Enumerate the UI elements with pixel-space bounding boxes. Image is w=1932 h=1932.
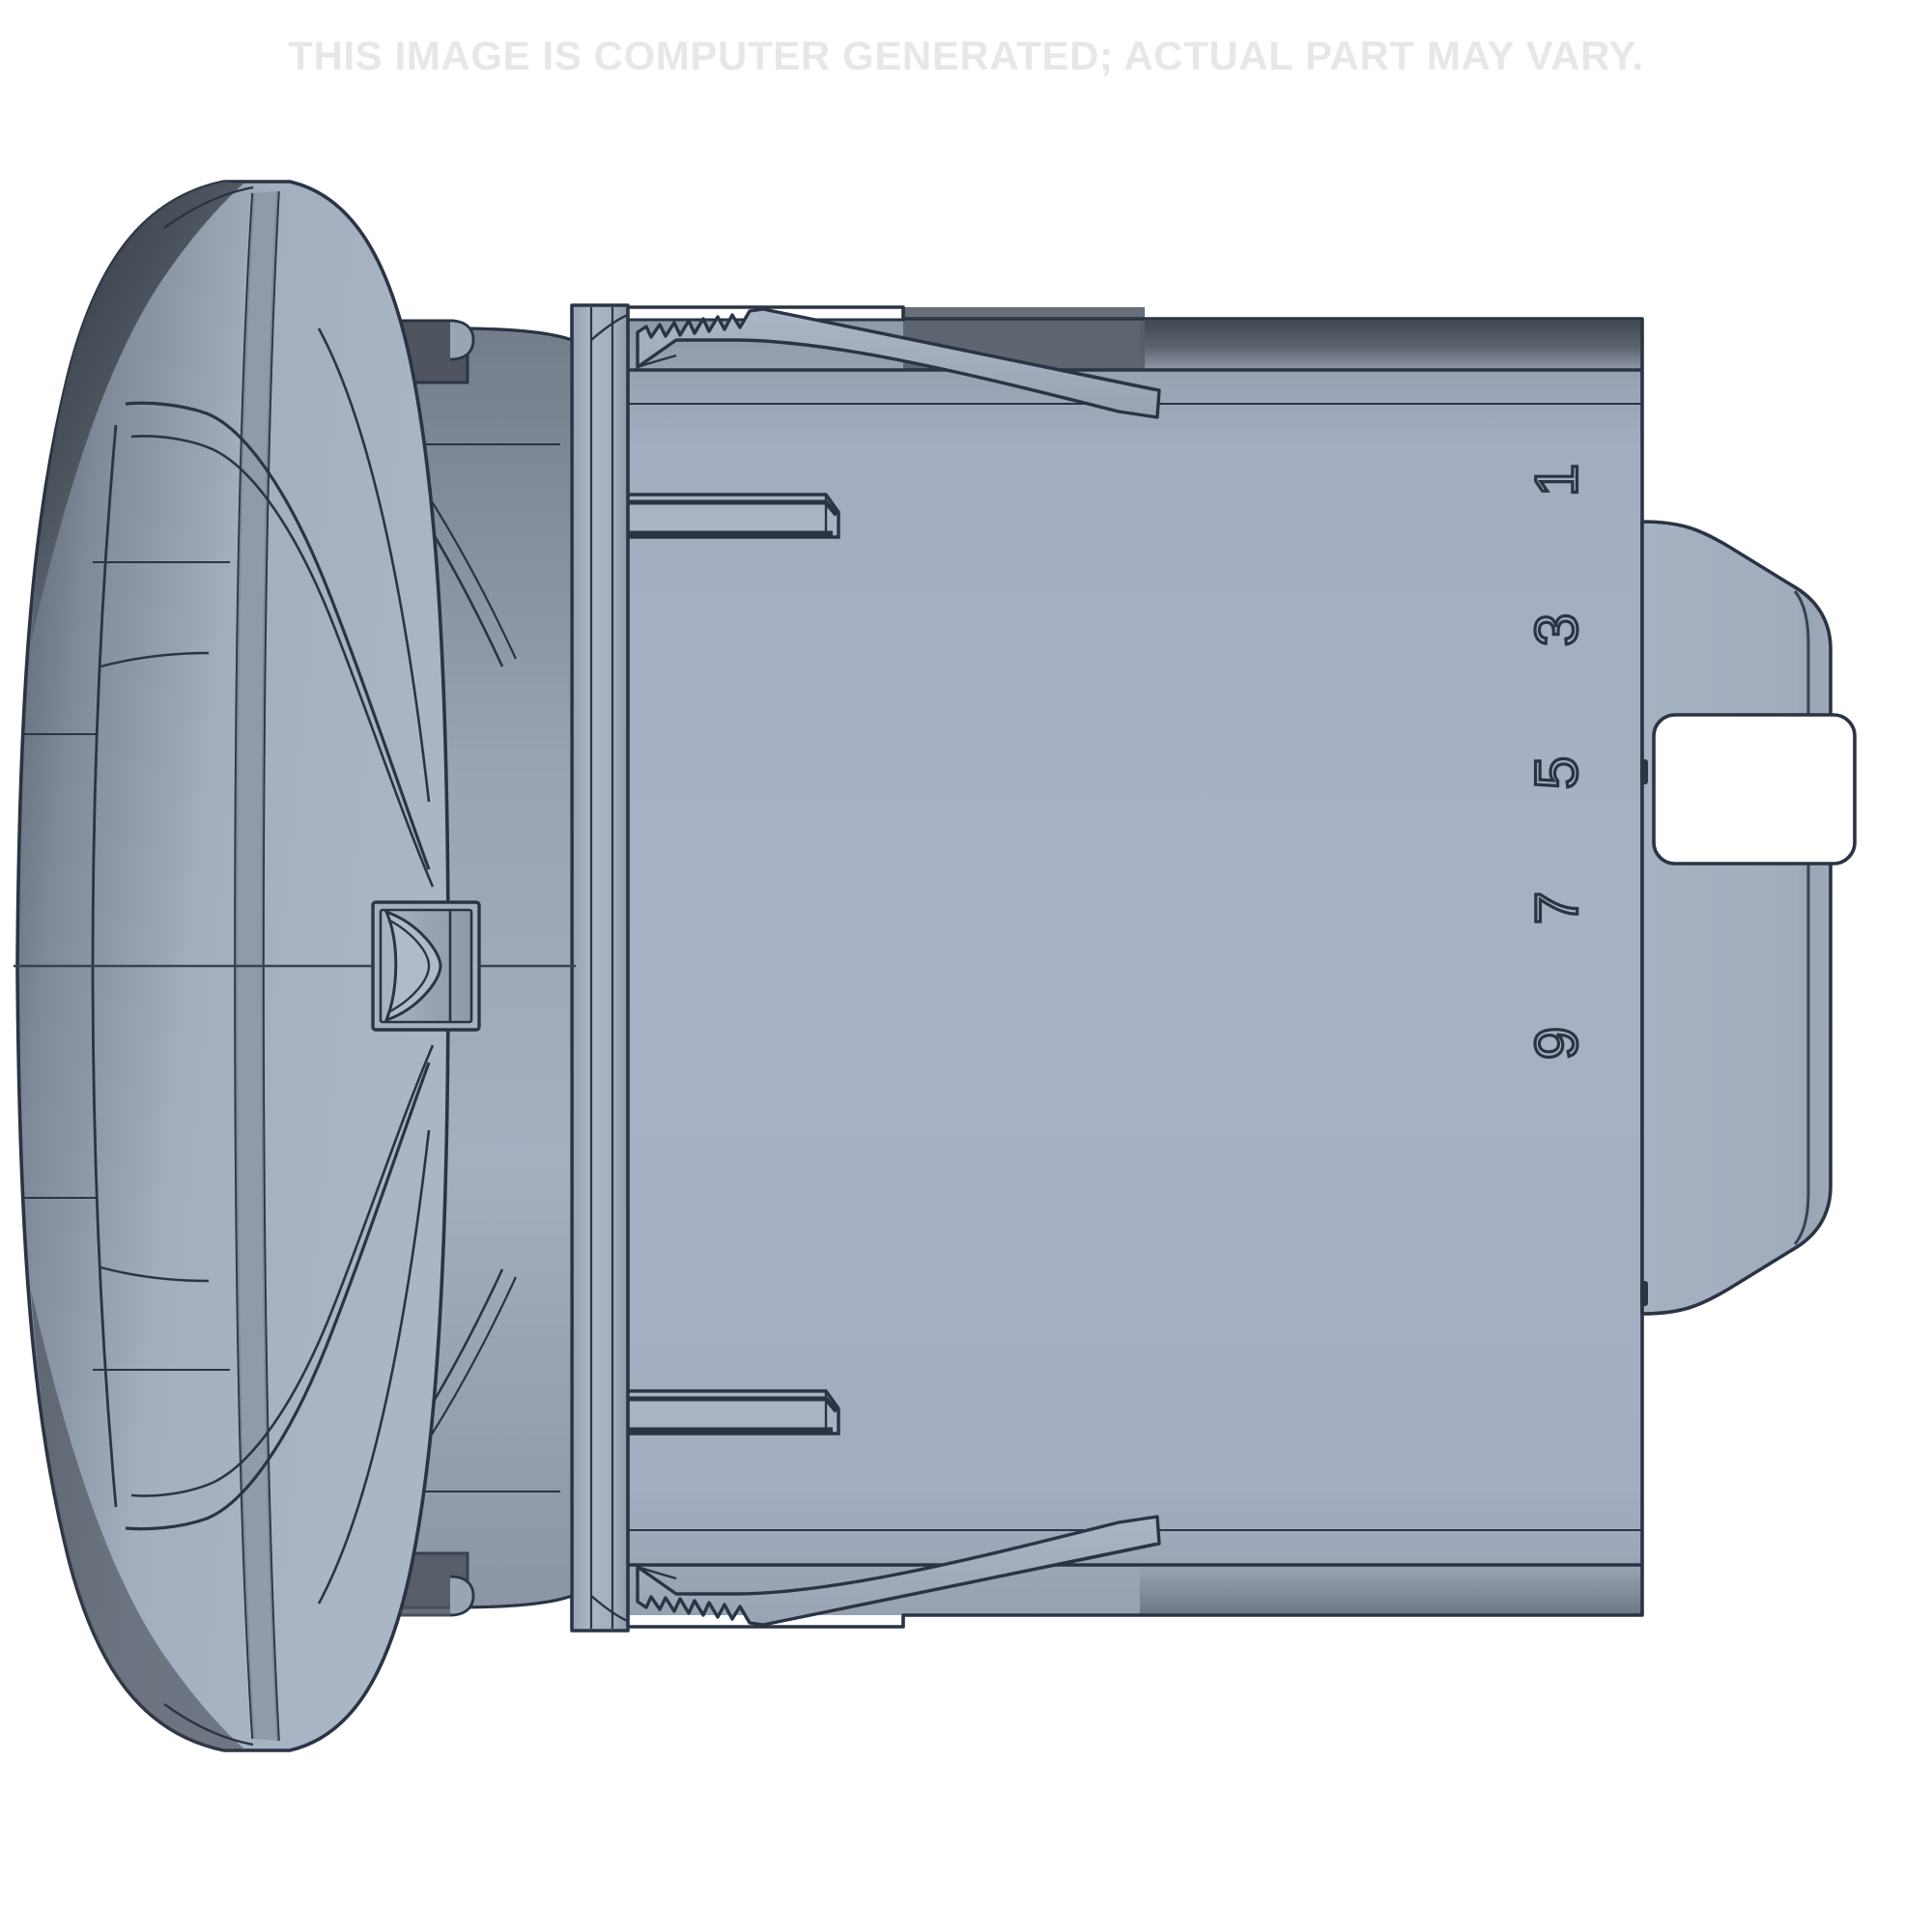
watermark-text: THIS IMAGE IS COMPUTER GENERATED; ACTUAL…: [288, 33, 1644, 78]
cap-chamfer-upper: [99, 651, 210, 668]
window-cutout: [1652, 713, 1857, 866]
keyway-detent-lens: [384, 909, 442, 1023]
flange-top-fillet: [590, 313, 629, 341]
pin-label-3: 3: [1523, 613, 1590, 646]
detent-keyway: [371, 900, 481, 1032]
tick-mark-upper: [1640, 759, 1648, 784]
cap-rib-upper-b: [130, 435, 435, 888]
cap-ridge-top: [163, 185, 254, 229]
keyway-detent-lens-inner: [387, 918, 431, 1014]
switch-body: [616, 305, 1644, 1629]
pin-label-7: 7: [1523, 892, 1590, 924]
latch-lower: [636, 1515, 1161, 1627]
neck-nib-top: [449, 319, 475, 361]
cap-ridge-bottom: [163, 1703, 254, 1747]
tick-mark-lower: [1640, 1281, 1648, 1306]
latch-upper-arm: [636, 307, 1161, 419]
pin-label-9: 9: [1523, 1027, 1590, 1060]
cap-rib-upper-a: [125, 401, 431, 870]
pin-label-5: 5: [1523, 756, 1590, 789]
mounting-flange: [570, 303, 630, 1633]
terminal-pin-labels: 1 3 5 7 9: [1522, 462, 1592, 1062]
pin-label-1: 1: [1523, 464, 1590, 497]
housing-bottom-shade: [1140, 1567, 1642, 1615]
housing-main: [618, 319, 1642, 1615]
latch-upper-inner-edge: [762, 307, 1156, 392]
cap-shadow-lower: [31, 1291, 243, 1750]
cap-chamfer-lower: [99, 1265, 210, 1283]
cap-shadow-upper: [31, 182, 243, 641]
vent-slot-upper: [624, 493, 840, 539]
cap-rib-lower-b: [130, 1044, 435, 1497]
terminal-boss-edge-highlight: [1793, 590, 1810, 1245]
latch-upper-hinge: [637, 354, 677, 369]
housing-top-shade: [1140, 321, 1642, 369]
housing-outline: [616, 305, 1644, 1629]
latch-lower-inner-edge: [762, 1542, 1156, 1627]
flange-plate: [570, 303, 630, 1633]
cap-sweep-lower: [317, 1129, 431, 1605]
flange-bottom-fillet: [590, 1595, 629, 1623]
cap-rib-lower-a: [125, 1062, 431, 1531]
neck-nib-bottom: [449, 1575, 475, 1617]
terminal-boss: [1640, 520, 1857, 1316]
latch-lower-hinge: [637, 1565, 677, 1580]
latch-lower-arm: [636, 1515, 1161, 1627]
vent-slot-lower: [624, 1389, 840, 1435]
latch-upper: [636, 307, 1161, 419]
terminal-boss-shape: [1640, 520, 1833, 1316]
cap-sweep-upper: [317, 327, 431, 803]
